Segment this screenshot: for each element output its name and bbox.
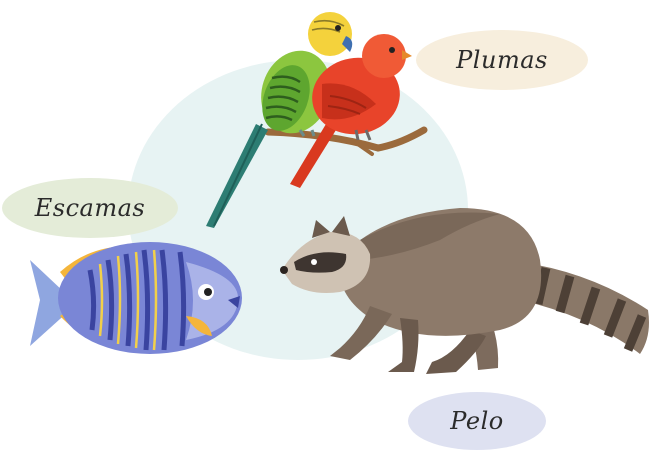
branch (268, 130, 424, 154)
plumas-label: Plumas (416, 30, 588, 90)
raccoon-icon (280, 208, 649, 374)
fish-icon (30, 242, 242, 354)
escamas-label: Escamas (2, 178, 178, 238)
pelo-label: Pelo (408, 392, 546, 450)
